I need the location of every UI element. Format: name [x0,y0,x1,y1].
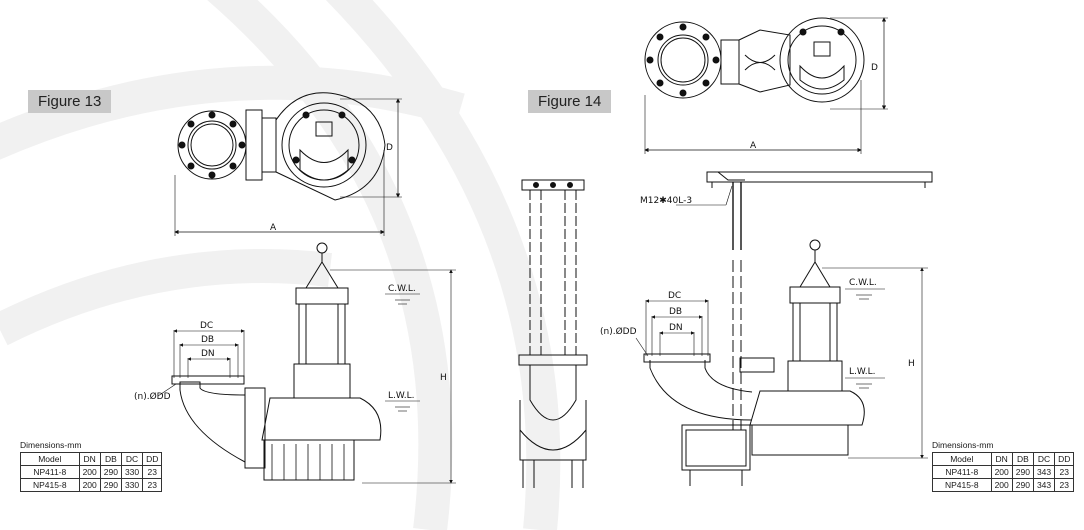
figure-13-drawing [157,92,456,484]
figure-14-top-view [644,17,888,154]
figure-13-top-view [174,92,402,236]
figure-14-dimensions: Dimensions-mm Model DN DB DC DD NP411-8 … [932,440,1075,492]
fig14-bolt-spec: M12✱40L-3 [640,196,692,206]
fig13-lwl-label: L.W.L. [388,391,414,401]
cell-model: NP415-8 [932,478,992,492]
table-header-row: Model DN DB DC DD [20,452,163,466]
header-dn: DN [78,452,101,466]
background-swoosh [0,0,561,530]
cell-dd: 23 [142,465,163,479]
cell-model: NP411-8 [932,465,992,479]
fig13-dim-dc: DC [200,321,213,331]
cell-db: 290 [1011,465,1034,479]
figure-14-rail-front-view [518,179,588,488]
header-dc: DC [120,452,144,466]
cell-dn: 200 [78,465,101,479]
cell-db: 290 [99,465,122,479]
cell-dn: 200 [990,478,1013,492]
figure-13-label: Figure 13 [28,90,112,113]
cell-dn: 200 [78,478,101,492]
header-dd: DD [1054,452,1075,466]
figure-14-dimensions-table: Model DN DB DC DD NP411-8 200 290 343 23… [932,452,1075,492]
fig14-dim-d: D [871,63,878,73]
cell-db: 290 [1011,478,1034,492]
cell-model: NP415-8 [20,478,80,492]
cell-dn: 200 [990,465,1013,479]
table-row: NP415-8 200 290 343 23 [932,478,1075,492]
header-db: DB [99,452,122,466]
table-row: NP411-8 200 290 343 23 [932,465,1075,479]
fig14-dim-dn: DN [669,323,683,333]
header-db: DB [1011,452,1034,466]
fig13-dim-h: H [440,373,447,383]
fig13-bolt-label: (n).ØDD [134,391,171,402]
header-dn: DN [990,452,1013,466]
fig14-dim-a: A [750,141,757,151]
figure-14-label: Figure 14 [528,90,612,113]
fig14-dim-db: DB [669,307,682,317]
fig14-lwl-label: L.W.L. [849,367,875,377]
fig13-cwl-label: C.W.L. [388,284,416,294]
table-header-row: Model DN DB DC DD [932,452,1075,466]
cell-dc: 330 [120,478,144,492]
figure-13-side-view [157,242,456,484]
header-dc: DC [1032,452,1056,466]
figure-13-dimensions-table: Model DN DB DC DD NP411-8 200 290 330 23… [20,452,163,492]
cell-db: 290 [99,478,122,492]
fig14-dim-dc: DC [668,291,681,301]
cell-dd: 23 [142,478,163,492]
fig14-cwl-label: C.W.L. [849,278,877,288]
cell-model: NP411-8 [20,465,80,479]
table-row: NP411-8 200 290 330 23 [20,465,163,479]
header-model: Model [932,452,992,466]
cell-dc: 343 [1032,478,1056,492]
cell-dd: 23 [1054,465,1075,479]
cell-dd: 23 [1054,478,1075,492]
fig13-dim-dn: DN [201,349,215,359]
fig14-dim-h: H [908,359,915,369]
fig14-bolt-label: (n).ØDD [600,326,637,337]
table-row: NP415-8 200 290 330 23 [20,478,163,492]
figure-14-side-view [635,171,933,486]
figure-14-drawing [518,17,933,488]
fig13-dim-a: A [270,223,277,233]
figure-13-dimensions: Dimensions-mm Model DN DB DC DD NP411-8 … [20,440,163,492]
figure-14-table-title: Dimensions-mm [932,440,994,450]
fig13-dim-db: DB [201,335,214,345]
cell-dc: 330 [120,465,144,479]
figure-13-table-title: Dimensions-mm [20,440,82,450]
fig13-dim-d: D [386,143,393,153]
header-model: Model [20,452,80,466]
header-dd: DD [142,452,163,466]
cell-dc: 343 [1032,465,1056,479]
